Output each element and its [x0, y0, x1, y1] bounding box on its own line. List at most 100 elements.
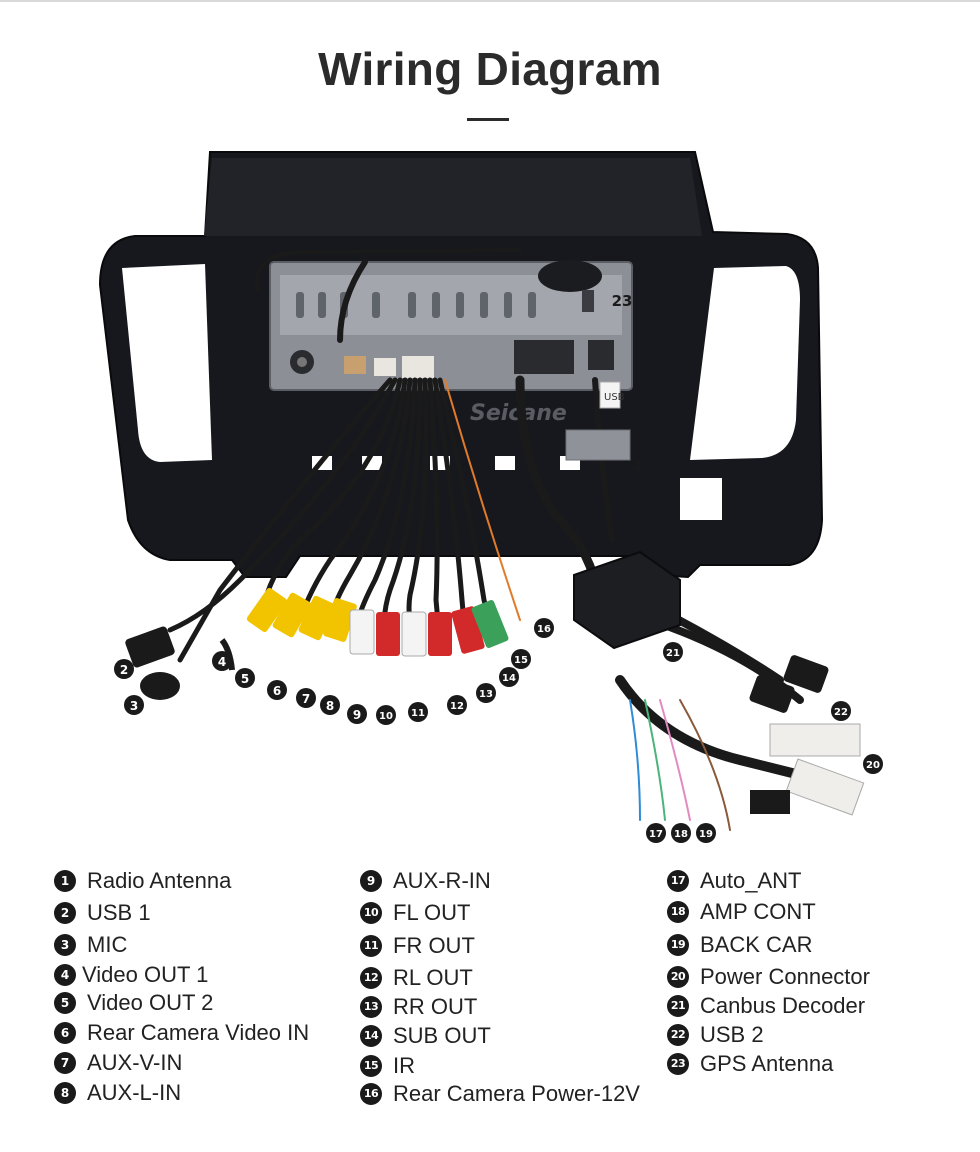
- legend-label: MIC: [87, 932, 128, 957]
- legend-number-badge: 13: [360, 996, 382, 1018]
- legend-label: USB 2: [700, 1022, 764, 1047]
- top-divider: [0, 0, 980, 2]
- legend-label: Auto_ANT: [700, 868, 802, 893]
- callout-17-label: 17: [649, 829, 663, 840]
- legend-label: AMP CONT: [700, 899, 816, 924]
- callout-1: 1: [633, 456, 643, 474]
- callout-6: 6: [267, 680, 287, 700]
- callout-10-label: 10: [379, 711, 393, 722]
- legend-label: Video OUT 2: [87, 990, 214, 1015]
- legend-item: 9 AUX-R-IN: [360, 868, 491, 894]
- legend-number-badge: 4: [54, 964, 76, 986]
- legend-number-badge: 18: [667, 901, 689, 923]
- legend-item: 4 Video OUT 1: [54, 962, 208, 988]
- legend-number-badge: 19: [667, 934, 689, 956]
- legend-label: Video OUT 1: [82, 962, 209, 987]
- callout-23: 23: [612, 292, 633, 310]
- legend-label: RR OUT: [393, 994, 478, 1019]
- callout-2: 2: [114, 659, 134, 679]
- legend-label: AUX-L-IN: [87, 1080, 182, 1105]
- legend-label: Rear Camera Video IN: [87, 1020, 310, 1045]
- canbus-decoder-box: [573, 550, 681, 650]
- legend-item: 16 Rear Camera Power-12V: [360, 1081, 640, 1107]
- usb-connector-1: USB: [565, 381, 631, 461]
- legend-number-badge: 22: [667, 1024, 689, 1046]
- legend-number-badge: 7: [54, 1052, 76, 1074]
- callout-4: 4: [212, 651, 232, 671]
- callout-9: 9: [347, 704, 367, 724]
- legend-item: 8 AUX-L-IN: [54, 1080, 181, 1106]
- legend-number-badge: 8: [54, 1082, 76, 1104]
- callout-5-label: 5: [241, 672, 249, 686]
- callout-15: 15: [511, 649, 531, 669]
- right-plugs: [749, 655, 865, 816]
- callout-17: 17: [646, 823, 666, 843]
- legend-number-badge: 17: [667, 870, 689, 892]
- legend-item: 10 FL OUT: [360, 900, 470, 926]
- callout-1-label: 1: [633, 456, 643, 474]
- legend-label: FL OUT: [393, 900, 471, 925]
- legend-label: RL OUT: [393, 965, 473, 990]
- callout-12: 12: [447, 695, 467, 715]
- wiring-diagram: Seicane USB: [0, 140, 980, 857]
- legend-label: BACK CAR: [700, 932, 813, 957]
- callout-3-label: 3: [130, 699, 138, 713]
- callout-19: 19: [696, 823, 716, 843]
- callout-3: 3: [124, 695, 144, 715]
- legend-number-badge: 14: [360, 1025, 382, 1047]
- legend-number-badge: 5: [54, 992, 76, 1014]
- legend-item: 22 USB 2: [667, 1022, 764, 1048]
- legend-number-badge: 3: [54, 934, 76, 956]
- callout-7-label: 7: [302, 692, 310, 706]
- legend-label: Rear Camera Power-12V: [393, 1081, 640, 1106]
- legend-item: 19 BACK CAR: [667, 932, 812, 958]
- legend-label: AUX-R-IN: [393, 868, 491, 893]
- legend-number-badge: 10: [360, 902, 382, 924]
- callout-8-label: 8: [326, 699, 334, 713]
- callout-9-label: 9: [353, 708, 361, 722]
- callout-19-label: 19: [699, 829, 713, 840]
- callout-16-label: 16: [537, 624, 551, 635]
- callout-22-label: 22: [834, 707, 848, 718]
- legend-number-badge: 9: [360, 870, 382, 892]
- legend-item: 5 Video OUT 2: [54, 990, 213, 1016]
- legend-label: USB 1: [87, 900, 151, 925]
- callout-12-label: 12: [450, 701, 464, 712]
- callout-18-label: 18: [674, 829, 688, 840]
- legend-number-badge: 11: [360, 935, 382, 957]
- left-plugs: [125, 626, 235, 700]
- callout-11: 11: [408, 702, 428, 722]
- callout-11-label: 11: [411, 708, 425, 719]
- callout-7: 7: [296, 688, 316, 708]
- callout-13-label: 13: [479, 689, 493, 700]
- callout-18: 18: [671, 823, 691, 843]
- callout-14: 14: [499, 667, 519, 687]
- usb-tag: USB: [604, 392, 625, 403]
- legend-label: SUB OUT: [393, 1023, 491, 1048]
- legend-item: 6 Rear Camera Video IN: [54, 1020, 309, 1046]
- legend-item: 14 SUB OUT: [360, 1023, 491, 1049]
- legend-item: 18 AMP CONT: [667, 899, 816, 925]
- legend-number-badge: 6: [54, 1022, 76, 1044]
- legend-item: 17 Auto_ANT: [667, 868, 802, 894]
- callout-21: 21: [663, 642, 683, 662]
- callout-2-label: 2: [120, 663, 128, 677]
- callout-badges: 1 2 3 4 5 6 7 8 9 10 11 12 13 14 15 16 1…: [114, 292, 883, 843]
- head-unit-chassis: [269, 260, 633, 391]
- callout-6-label: 6: [273, 684, 281, 698]
- legend-label: Canbus Decoder: [700, 993, 866, 1018]
- legend-item: 3 MIC: [54, 932, 127, 958]
- legend-label: IR: [393, 1053, 415, 1078]
- legend-label: Radio Antenna: [87, 868, 232, 893]
- legend-number-badge: 16: [360, 1083, 382, 1105]
- title-underline: [467, 118, 509, 121]
- callout-22: 22: [831, 701, 851, 721]
- legend-number-badge: 21: [667, 995, 689, 1017]
